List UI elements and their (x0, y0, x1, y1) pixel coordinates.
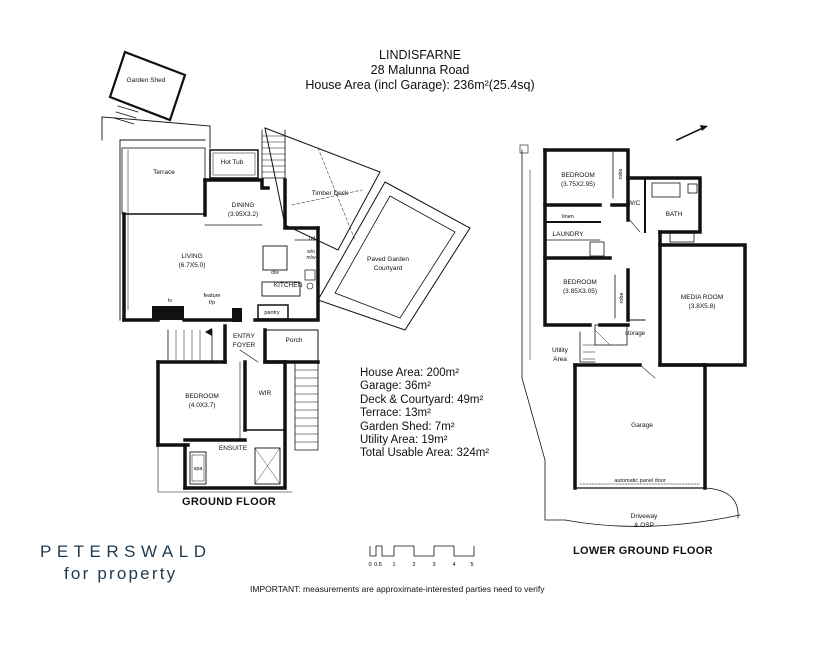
scale-tick-1: 1 (392, 562, 395, 568)
dining-dimensions: (3.95X3.2) (228, 211, 258, 218)
ground-floor-title: GROUND FLOOR (182, 496, 277, 508)
kitchen-label: KITCHEN (274, 282, 303, 289)
living-label: LIVING (181, 253, 202, 260)
entry-label: ENTRY (233, 333, 256, 340)
robe-label: robe (618, 168, 624, 179)
lower-bedroom2-dimensions: (3.85X3.05) (563, 288, 597, 295)
scale-tick-2: 2 (412, 562, 415, 568)
area-terrace: Terrace: 13m² (360, 407, 431, 420)
area-total: Total Usable Area: 324m² (360, 447, 490, 460)
paved-garden-label: Paved Garden (367, 256, 409, 263)
scale-tick-4: 4 (452, 562, 455, 568)
osp-label: & OSP (634, 522, 654, 529)
pantry-label: pantry (264, 310, 280, 316)
property-address: 28 Malunna Road (370, 63, 470, 77)
feature-label: feature (203, 293, 220, 299)
garden-shed-label: Garden Shed (127, 77, 166, 84)
lower-bedroom1-dimensions: (3.75X2.95) (561, 181, 595, 188)
living-dimensions: (6.7X5.0) (179, 262, 206, 269)
scale-tick-5: 5 (470, 562, 473, 568)
bedroom-dimensions: (4.0X3.7) (189, 402, 216, 409)
microwave-label: m/w (306, 255, 316, 261)
hot-tub-label: Hot Tub (221, 159, 244, 166)
courtyard-label: Courtyard (374, 265, 403, 272)
porch-label: Porch (286, 337, 303, 344)
house-area-summary: House Area (incl Garage): 236m²(25.4sq) (305, 78, 535, 92)
robe2-label: robe (619, 292, 625, 303)
ref-label: ref (309, 236, 315, 242)
area-garden-shed: Garden Shed: 7m² (360, 420, 455, 433)
disclaimer-note: IMPORTANT: measurements are approximate-… (250, 584, 545, 594)
scale-tick-0: 0 (368, 562, 371, 568)
garden-shed-outline (108, 50, 187, 122)
wc-label: W/C (628, 200, 641, 207)
terrace-label: Terrace (153, 169, 175, 176)
foyer-label: FOYER (233, 342, 256, 349)
spa-label: spa (194, 466, 204, 472)
scale-bar: 0 0.5 1 2 3 4 5 (368, 545, 475, 568)
property-name: LINDISFARNE (379, 48, 461, 62)
area-house: House Area: 200m² (360, 367, 460, 379)
storage-label: storage (625, 331, 646, 337)
media-room-label: MEDIA ROOM (681, 294, 723, 301)
driveway-label: Driveway (631, 513, 658, 520)
ensuite-label: ENSUITE (219, 445, 248, 452)
media-room-dimensions: (3.8X5.8) (689, 303, 716, 310)
area-deck-courtyard: Deck & Courtyard: 49m² (360, 393, 484, 406)
fireplace-label: f/p (209, 300, 215, 306)
brand-name: PETERSWALD (40, 542, 212, 561)
linen-label: linen (562, 214, 574, 220)
dishwasher-label: d/w (271, 270, 279, 276)
area-garage: Garage: 36m² (360, 380, 431, 393)
panel-door-label: automatic panel door (614, 478, 666, 484)
utility-label: Utility (552, 347, 569, 354)
bedroom-label: BEDROOM (185, 393, 219, 400)
dining-label: DINING (232, 202, 255, 209)
timber-deck-label: Timber Deck (312, 190, 349, 197)
wir-label: WIR (259, 390, 272, 397)
lower-bedroom2-label: BEDROOM (563, 279, 597, 286)
scale-tick-05: 0.5 (374, 562, 382, 568)
lower-ground-floor-title: LOWER GROUND FLOOR (573, 545, 713, 557)
scale-tick-3: 3 (432, 562, 435, 568)
area-summary-list: House Area: 200m² Garage: 36m² Deck & Co… (360, 367, 489, 461)
area-utility: Utility Area: 19m² (360, 434, 448, 447)
tv-label: tv (168, 298, 173, 304)
brand-tagline: for property (64, 564, 178, 583)
bath-label: BATH (666, 211, 683, 218)
lower-bedroom1-label: BEDROOM (561, 172, 595, 179)
area-label: Area (553, 356, 567, 363)
wall-oven-label: w/o (307, 249, 315, 255)
laundry-label: LAUNDRY (553, 231, 585, 238)
garage-label: Garage (631, 422, 653, 429)
